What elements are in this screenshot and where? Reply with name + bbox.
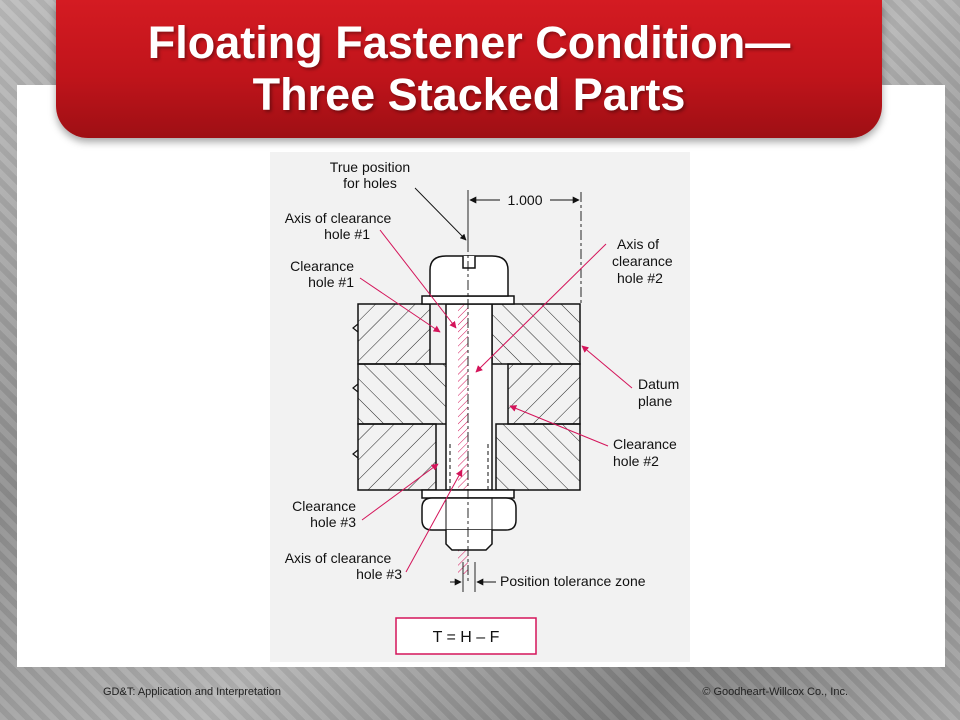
screw-head <box>429 255 509 297</box>
label-datum-plane: Datum <box>638 376 679 392</box>
label-axis-hole1-2: hole #1 <box>324 226 370 242</box>
position-tolerance-zone-band <box>458 302 468 574</box>
slide-title-line-2: Three Stacked Parts <box>252 69 686 120</box>
label-clearance-hole1: Clearance <box>290 258 354 274</box>
label-clearance-hole1-2: hole #1 <box>308 274 354 290</box>
bolt-tip <box>445 530 493 551</box>
break-lines <box>352 323 359 459</box>
title-banner: Floating Fastener Condition— Three Stack… <box>56 0 882 138</box>
dimension-value: 1.000 <box>507 192 542 208</box>
label-true-position: True position <box>330 159 410 175</box>
part-2-plate <box>357 363 581 425</box>
label-axis-hole1: Axis of clearance <box>285 210 392 226</box>
label-position-tolerance-zone: Position tolerance zone <box>500 573 646 589</box>
label-clearance-hole2: Clearance <box>613 436 677 452</box>
bolt-threads <box>449 444 489 490</box>
formula-box <box>395 617 537 655</box>
nut <box>421 497 517 531</box>
screw-slot <box>462 256 476 269</box>
formula-text: T = H – F <box>433 629 500 646</box>
label-clearance-hole3: Clearance <box>292 498 356 514</box>
label-axis-hole3: Axis of clearance <box>285 550 392 566</box>
fastener-diagram: 1.000 True position for holes Axis of cl… <box>270 152 690 662</box>
slide-title-line-1: Floating Fastener Condition— <box>147 17 791 68</box>
label-true-position-2: for holes <box>343 175 397 191</box>
footer-copyright: © Goodheart-Willcox Co., Inc. <box>702 686 848 698</box>
label-clearance-hole2-2: hole #2 <box>613 453 659 469</box>
label-axis-hole2-3: hole #2 <box>617 270 663 286</box>
footer-course-title: GD&T: Application and Interpretation <box>103 686 281 698</box>
label-axis-hole3-2: hole #3 <box>356 566 402 582</box>
part-3-plate <box>357 423 581 491</box>
bolt-shank <box>445 303 493 491</box>
label-axis-hole2-2: clearance <box>612 253 673 269</box>
label-datum-plane-2: plane <box>638 393 672 409</box>
label-axis-hole2: Axis of <box>617 236 659 252</box>
label-clearance-hole3-2: hole #3 <box>310 514 356 530</box>
